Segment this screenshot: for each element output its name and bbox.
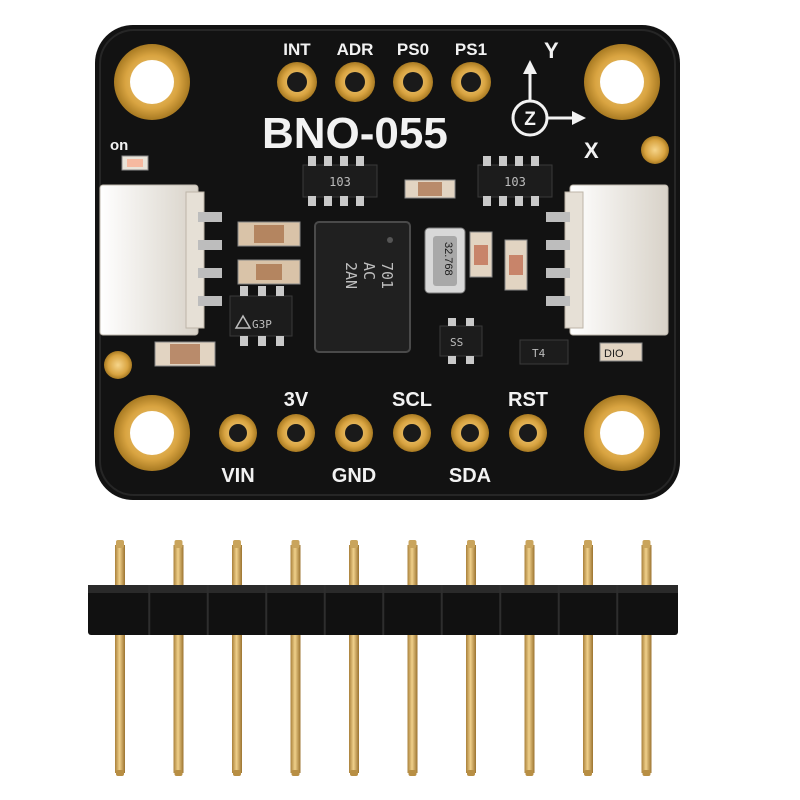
pin-label-sda: SDA [449,465,491,487]
chip-marking-1: 701 [378,262,396,289]
chip-marking-3: 2AN [342,262,360,289]
header-pin [641,540,652,776]
axis-label-x: X [584,138,599,163]
regulator-marking: G3P [252,318,272,331]
voltage-regulator: G3P [229,286,293,346]
bno055-chip: 701 AC 2AN [314,221,411,353]
stemma-connector-left [99,184,222,336]
passive-components [154,179,528,367]
pin-header-strip [88,540,678,776]
pcb-board: INT ADR PS0 PS1 BNO-055 Y X Z on [95,25,680,500]
resistor-network-right: 103 [477,156,553,206]
small-chip-marking: DIO [604,348,624,360]
edge-pad-right [641,136,669,164]
resistor-marking-left: 103 [329,175,351,189]
header-pin [290,540,301,776]
header-pin [524,540,535,776]
pin-label-3v: 3V [284,389,309,411]
bottom-pin-pads [219,414,547,452]
header-pin [349,540,359,776]
header-pin [407,540,418,776]
header-pin [583,540,593,776]
header-pin [115,540,125,776]
header-pin [466,540,476,776]
pin-label-gnd: GND [332,465,376,487]
board-title: BNO-055 [262,109,448,158]
chip-marking-2: AC [360,262,378,280]
stemma-connector-right [546,184,669,336]
transistor-right-marking: T4 [532,347,546,360]
led-label: on [110,137,128,154]
mounting-holes [114,44,660,471]
pin-label-rst: RST [508,389,548,411]
pin-label-int: INT [283,40,311,59]
pin-label-vin: VIN [221,465,254,487]
pin-label-scl: SCL [392,389,432,411]
crystal-oscillator: 32.768 [424,227,466,294]
pin-label-ps0: PS0 [397,40,429,59]
resistor-marking-right: 103 [504,175,526,189]
top-pin-pads [277,62,491,102]
pin-label-adr: ADR [337,40,374,59]
axis-label-z: Z [524,109,536,130]
axis-orientation-icon: Y X Z [511,38,599,163]
transistor-left-marking: SS [450,336,463,349]
transistor-left: SS [439,318,483,364]
transistor-right: T4 DIO [519,339,643,365]
axis-label-y: Y [544,38,559,63]
edge-pad-left [104,351,132,379]
resistor-network-left: 103 [302,156,378,206]
header-pin [173,540,184,776]
header-pin [232,540,242,776]
pin-label-ps1: PS1 [455,40,487,59]
crystal-marking: 32.768 [442,242,454,276]
